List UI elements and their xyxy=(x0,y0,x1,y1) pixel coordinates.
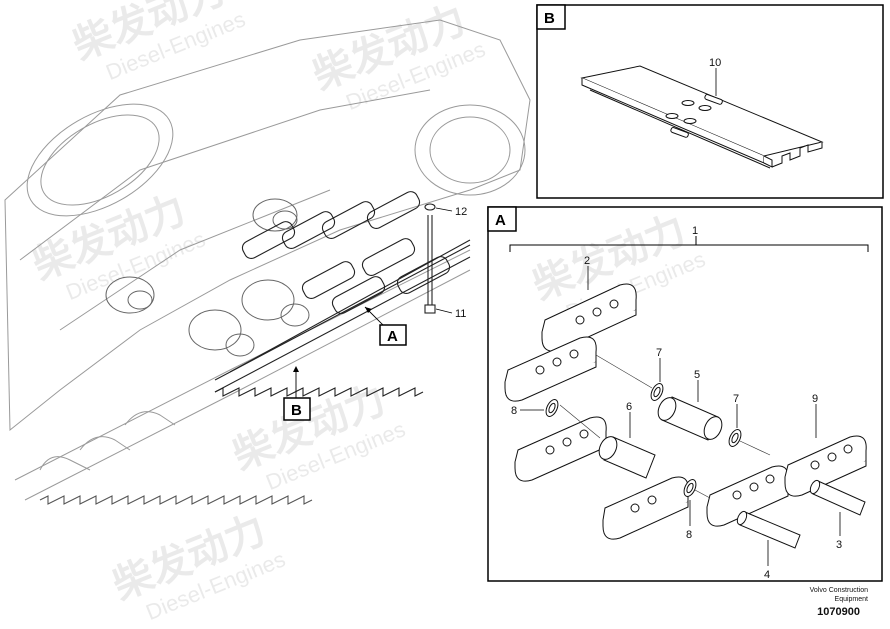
panel-b-letter: B xyxy=(544,10,555,27)
ref-box-b: B xyxy=(283,366,311,421)
callout-5: 5 xyxy=(694,369,700,381)
panel-a: A 1 xyxy=(487,206,883,582)
footer-brand-line1: Volvo Construction xyxy=(809,587,868,594)
callout-10: 10 xyxy=(709,57,721,69)
footer-brand-line2: Equipment xyxy=(834,596,868,603)
callout-7b: 7 xyxy=(733,393,739,405)
panel-b: B 10 xyxy=(536,4,884,199)
callout-4: 4 xyxy=(764,569,770,581)
track-chain-highlight xyxy=(39,191,471,505)
callout-2: 2 xyxy=(584,255,590,267)
excavator-undercarriage xyxy=(4,19,531,501)
ref-box-b-label: B xyxy=(291,402,302,419)
ref-box-a: A xyxy=(364,306,407,346)
track-shoe-plate xyxy=(580,65,824,169)
callout-9: 9 xyxy=(812,393,818,405)
chain-links xyxy=(504,283,867,540)
panel-a-callouts xyxy=(520,266,841,566)
pins-bushings xyxy=(545,354,866,549)
footer-figure-code: 1070900 xyxy=(817,606,860,618)
callout-8a: 8 xyxy=(511,405,517,417)
callout-12: 12 xyxy=(455,206,467,218)
callout-7a: 7 xyxy=(656,347,662,359)
ref-box-a-label: A xyxy=(387,328,398,345)
panel-a-letter: A xyxy=(495,212,506,229)
callout-11: 11 xyxy=(455,308,466,320)
callout-8b: 8 xyxy=(686,529,692,541)
callout-3: 3 xyxy=(836,539,842,551)
callout-6: 6 xyxy=(626,401,632,413)
main-callouts: 12 11 xyxy=(435,206,467,320)
callout-1: 1 xyxy=(692,225,698,237)
